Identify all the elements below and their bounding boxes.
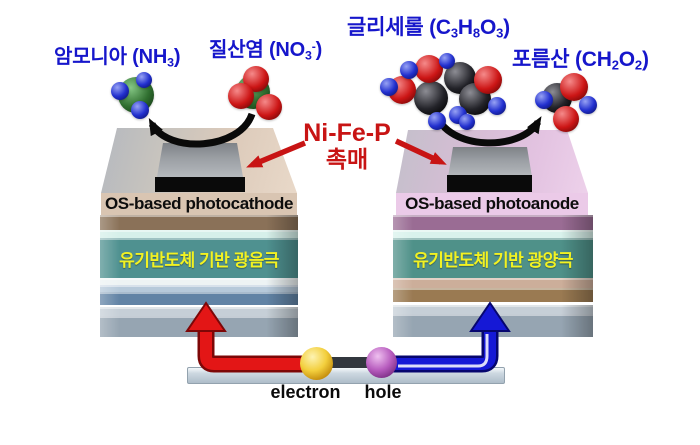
metal-contact-left <box>155 177 245 192</box>
device-layer <box>393 314 593 337</box>
atom-N-icon <box>236 75 270 109</box>
photoanode-device: OS-based photoanode 유기반도체 기반 광양극 <box>393 126 593 338</box>
device-layer <box>393 305 593 314</box>
atom-H-icon <box>136 72 152 88</box>
photoanode-label: OS-based photoanode <box>405 194 579 213</box>
nifep-catalyst-film-right <box>448 147 532 177</box>
atom-O-icon <box>256 94 282 120</box>
photocathode-front-face: OS-based photocathode <box>101 193 297 215</box>
photoanode-front-face: OS-based photoanode <box>396 193 588 215</box>
atom-O-icon <box>388 76 416 104</box>
device-layer <box>100 316 298 337</box>
atom-O-icon <box>474 66 502 94</box>
hole-label: hole <box>364 382 402 402</box>
device-layer <box>100 285 298 292</box>
ammonia-label: 암모니아 (NH3) <box>54 46 181 70</box>
device-layer <box>100 230 298 238</box>
electron-sphere <box>300 347 333 380</box>
nifep-catalyst-film-left <box>157 143 243 177</box>
atom-H-icon <box>439 53 455 69</box>
device-layer <box>100 292 298 305</box>
atom-C-icon <box>542 83 572 113</box>
atom-O-icon <box>228 83 254 109</box>
atom-O-icon <box>560 73 588 101</box>
catalyst-word: 촉매 <box>325 146 369 172</box>
hole-arrow-highlight <box>398 334 489 368</box>
nitrate-label: 질산염 (NO3-) <box>209 39 323 63</box>
photocathode-layer-stack: 유기반도체 기반 광음극 <box>100 215 298 337</box>
atom-N-icon <box>118 77 154 113</box>
electron-label: electron <box>270 382 341 402</box>
catalyst-name: Ni-Fe-P <box>303 119 391 147</box>
catalyst-label: Ni-Fe-P 촉매 <box>298 121 396 171</box>
atom-H-icon <box>400 61 418 79</box>
atom-O-icon <box>243 66 269 92</box>
atom-C-icon <box>414 81 448 115</box>
atom-H-icon <box>449 106 467 124</box>
hole-sphere <box>366 347 397 378</box>
device-layer <box>393 288 593 302</box>
atom-H-icon <box>380 78 398 96</box>
device-layer <box>100 215 298 230</box>
glycerol-label: 글리세롤 (C3H8O3) <box>347 16 510 41</box>
atom-O-icon <box>415 55 443 83</box>
atom-H-icon <box>111 82 129 100</box>
atom-H-icon <box>488 97 506 115</box>
atom-C-icon <box>444 62 476 94</box>
device-layer: 유기반도체 기반 광양극 <box>393 238 593 278</box>
device-layer <box>393 215 593 230</box>
photocathode-device: OS-based photocathode 유기반도체 기반 광음극 <box>100 126 298 338</box>
device-layer <box>393 278 593 288</box>
atom-H-icon <box>579 96 597 114</box>
organic-semiconductor-label: 유기반도체 기반 광음극 <box>119 250 279 270</box>
device-layer <box>100 307 298 316</box>
photocathode-label: OS-based photocathode <box>104 194 294 213</box>
formic-acid-label: 포름산 (CH2O2) <box>512 48 649 73</box>
organic-semiconductor-label: 유기반도체 기반 광양극 <box>413 250 573 270</box>
atom-H-icon <box>535 91 553 109</box>
atom-C-icon <box>459 83 491 115</box>
atom-H-icon <box>131 101 149 119</box>
device-layer <box>393 230 593 238</box>
device-layer: 유기반도체 기반 광음극 <box>100 238 298 278</box>
device-layer <box>100 278 298 285</box>
photoanode-layer-stack: 유기반도체 기반 광양극 <box>393 215 593 337</box>
metal-contact-right <box>447 175 532 192</box>
